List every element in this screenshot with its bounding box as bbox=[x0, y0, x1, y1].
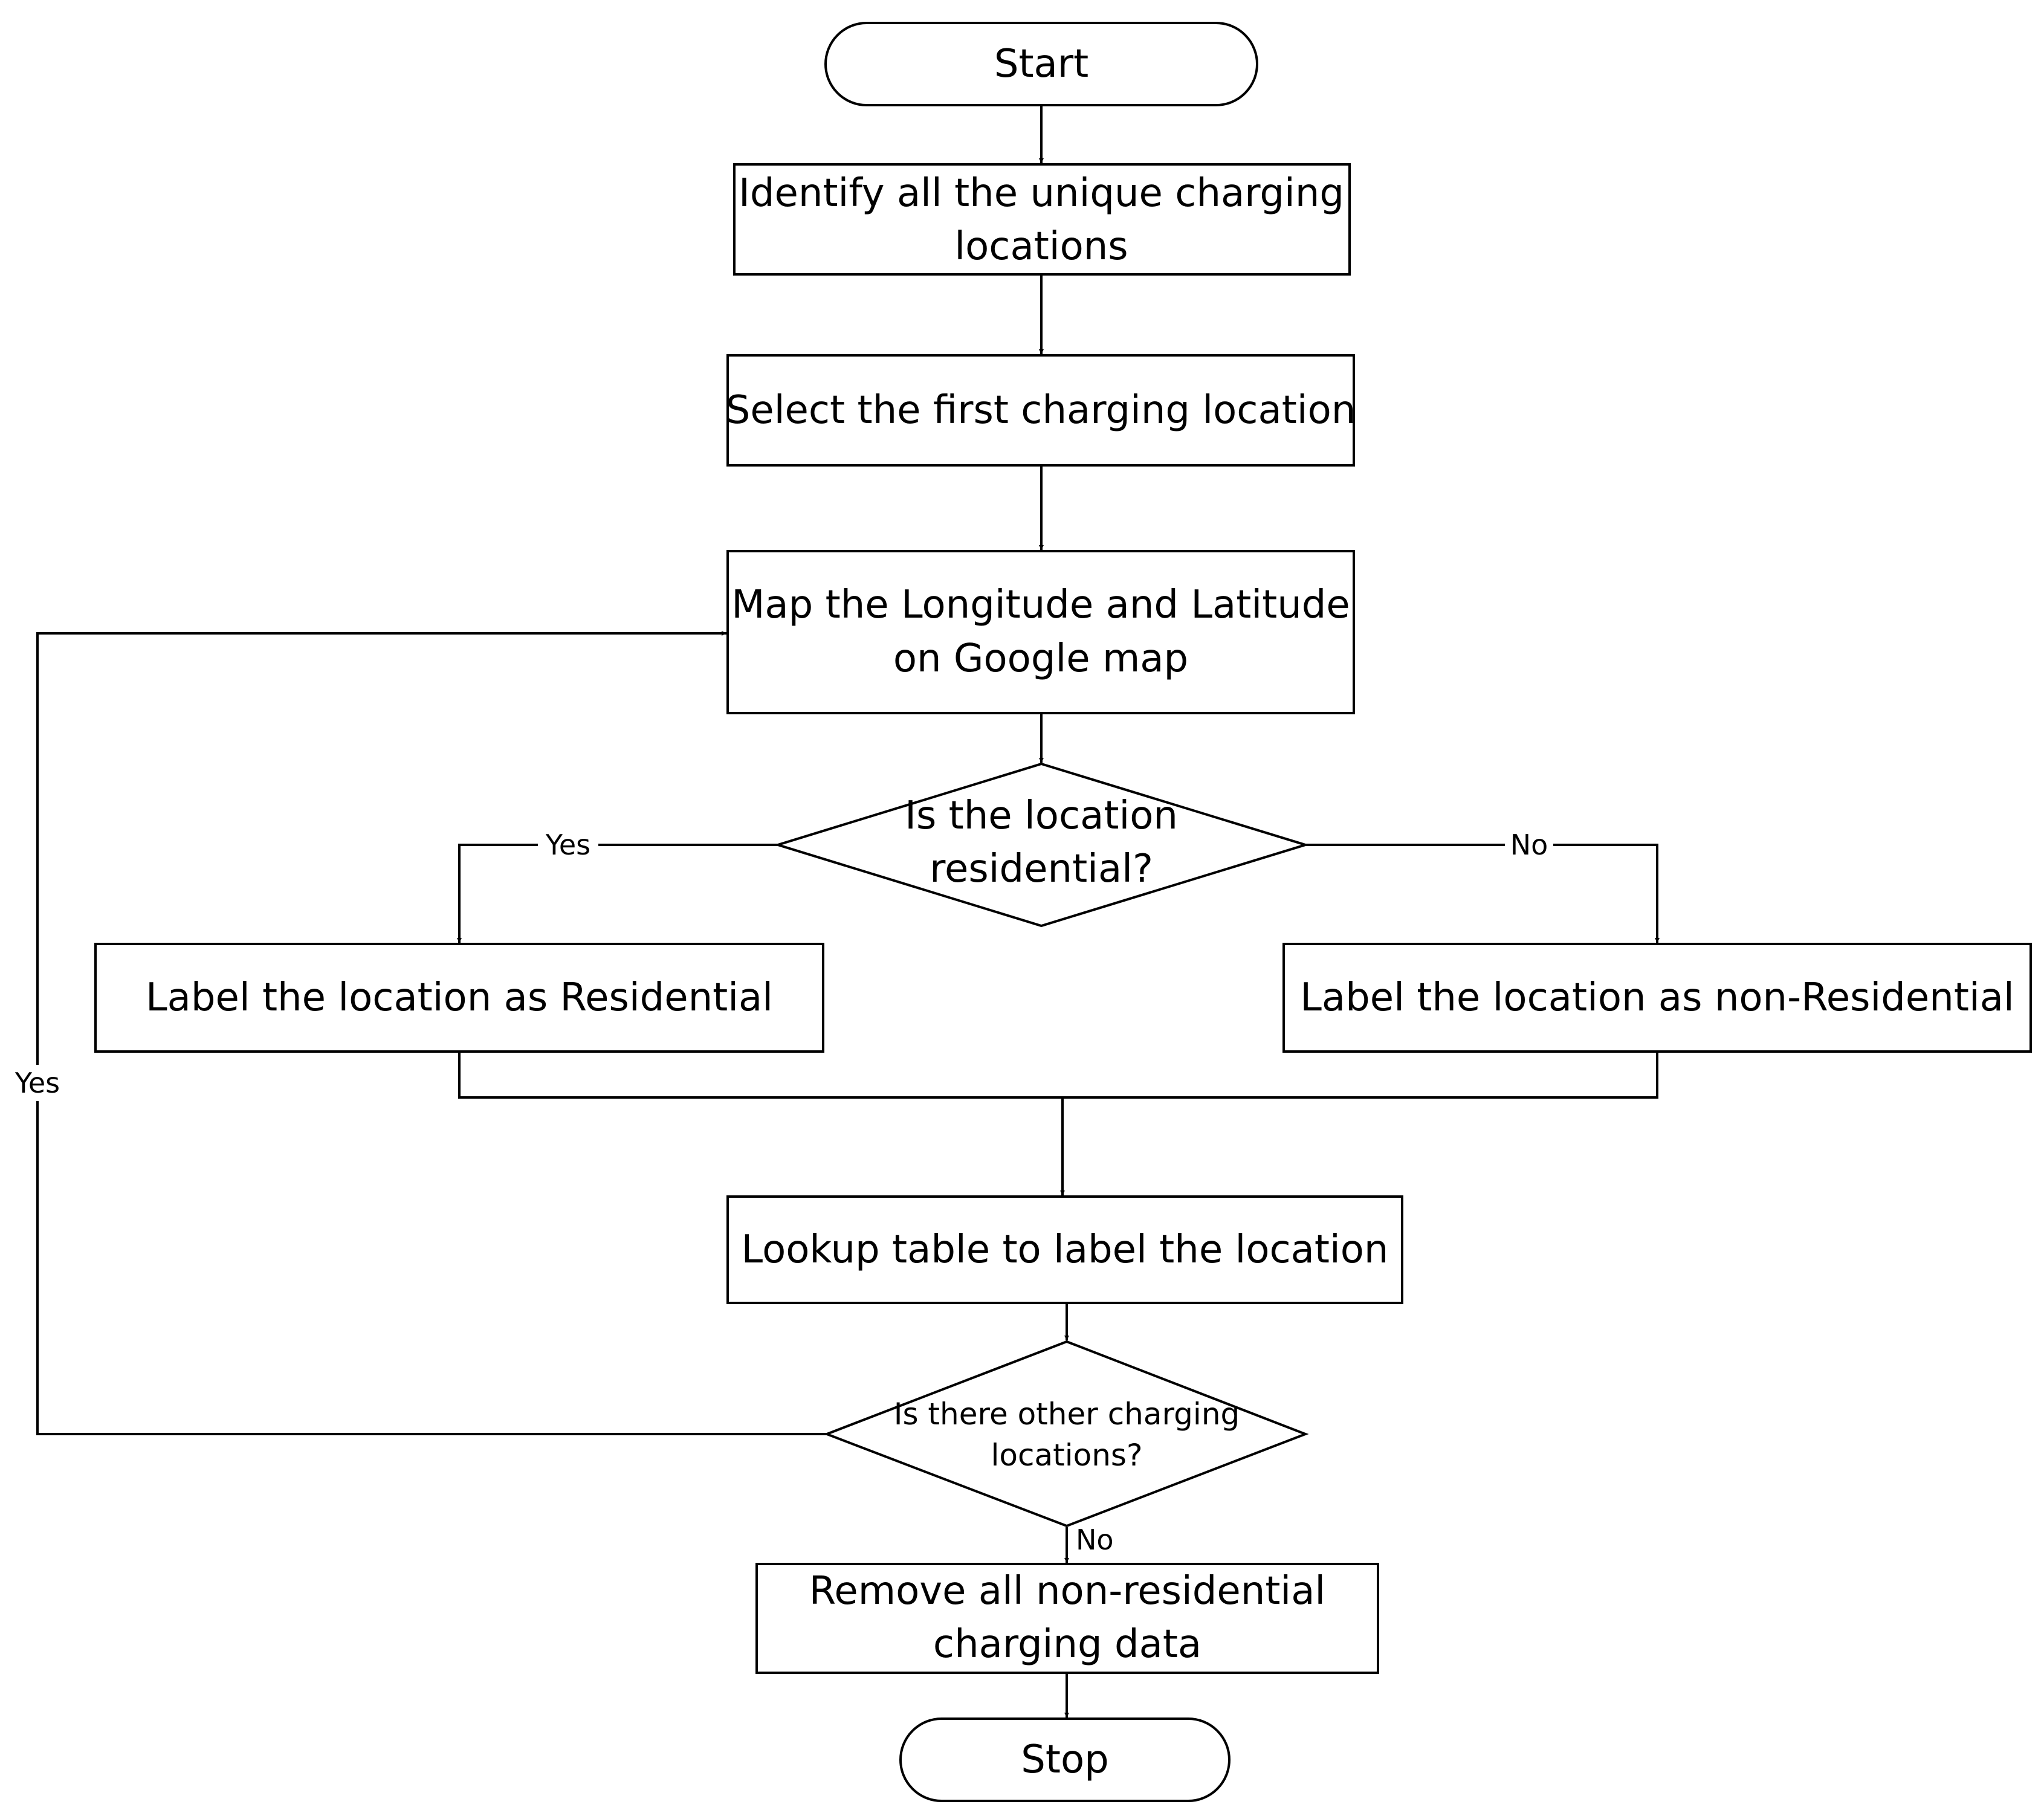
edge-label-other-no: No bbox=[1076, 1524, 1114, 1556]
decision-residential-line1: Is the location bbox=[905, 793, 1178, 838]
decision-other-line2: locations? bbox=[991, 1438, 1143, 1473]
connectors bbox=[36, 106, 1660, 1717]
process-remove: Remove all non-residential charging data bbox=[755, 1563, 1379, 1674]
connector-residential-merge bbox=[458, 1053, 1658, 1099]
label-non-residential-text: Label the location as non-Residential bbox=[1300, 975, 2014, 1020]
select-first-label: Select the first charging location bbox=[726, 388, 1356, 433]
remove-label-line1: Remove all non-residential bbox=[809, 1569, 1325, 1614]
decision-other-line1: Is there other charging bbox=[894, 1397, 1240, 1432]
process-map: Map the Longitude and Latitude on Google… bbox=[726, 550, 1355, 714]
stop-label: Stop bbox=[1021, 1737, 1109, 1782]
stop-terminal: Stop bbox=[899, 1717, 1231, 1802]
identify-label-line1: Identify all the unique charging bbox=[739, 171, 1344, 216]
process-identify: Identify all the unique charging locatio… bbox=[733, 163, 1351, 276]
edge-label-other-yes: Yes bbox=[15, 1067, 60, 1099]
map-label-line2: on Google map bbox=[893, 636, 1188, 681]
edge-label-residential-no: No bbox=[1510, 829, 1548, 861]
connector-decision-yes-residential bbox=[457, 844, 778, 943]
start-label: Start bbox=[994, 42, 1088, 86]
connector-decision-no-nonresidential bbox=[1305, 844, 1660, 943]
process-label-residential: Label the location as Residential bbox=[94, 943, 824, 1053]
identify-label-line2: locations bbox=[954, 224, 1128, 269]
remove-label-line2: charging data bbox=[933, 1622, 1201, 1667]
start-terminal: Start bbox=[824, 22, 1258, 106]
map-label-line1: Map the Longitude and Latitude bbox=[731, 583, 1350, 627]
lookup-label: Lookup table to label the location bbox=[742, 1227, 1389, 1272]
process-select-first: Select the first charging location bbox=[726, 354, 1356, 467]
edge-label-residential-yes: Yes bbox=[545, 829, 590, 861]
process-lookup: Lookup table to label the location bbox=[726, 1195, 1403, 1304]
label-residential-text: Label the location as Residential bbox=[146, 975, 773, 1020]
edge-labels: Yes No Yes No bbox=[8, 827, 1553, 1556]
process-label-non-residential: Label the location as non-Residential bbox=[1282, 943, 2032, 1053]
decision-residential-line2: residential? bbox=[930, 847, 1153, 891]
decision-other: Is there other charging locations? bbox=[823, 1340, 1309, 1528]
decision-residential: Is the location residential? bbox=[774, 762, 1310, 928]
connector-decision-yes-loop bbox=[36, 631, 827, 1435]
